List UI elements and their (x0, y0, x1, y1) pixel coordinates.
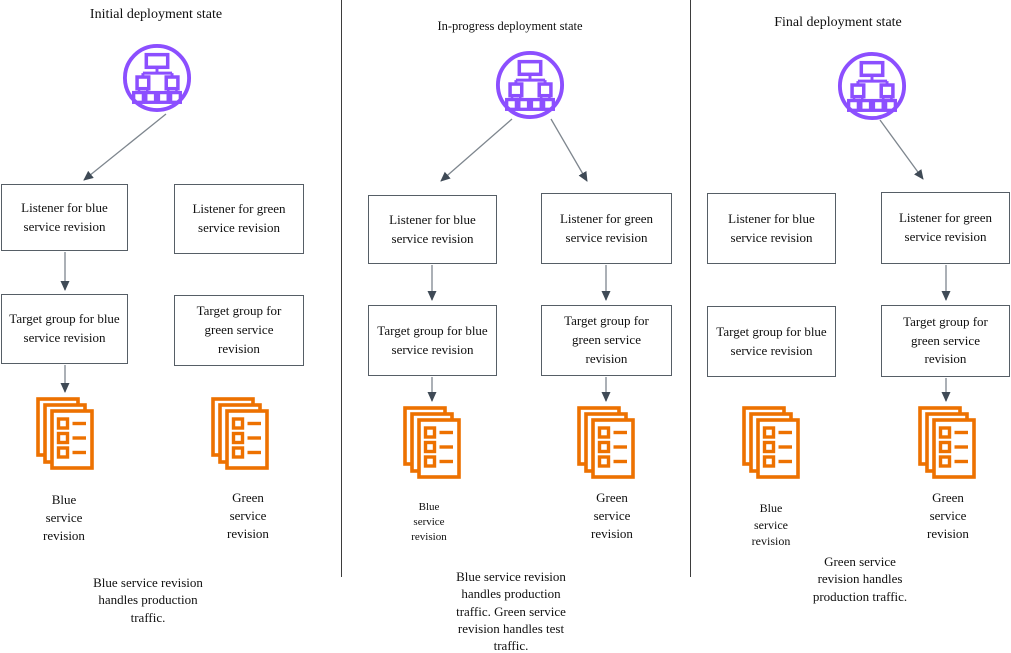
p3-green-revision-label: Green service revision (927, 490, 969, 541)
p1-caption: Blue service revision handles production… (93, 575, 203, 625)
p1-blue-revision-label: Blue service revision (43, 492, 85, 543)
p1-target-group-green-box: Target group for green service revision (174, 295, 304, 366)
document-stack-icon (403, 406, 461, 479)
panel-divider-left (341, 0, 342, 577)
document-stack-icon (577, 406, 635, 479)
document-stack-icon (211, 397, 269, 470)
panel3-title: Final deployment state (774, 15, 902, 30)
load-balancer-icon (837, 51, 907, 121)
load-balancer-icon (122, 43, 192, 113)
p2-green-revision-label: Green service revision (591, 490, 633, 541)
panel1-title: Initial deployment state (89, 7, 223, 22)
p3-target-group-green-box: Target group for green service revision (881, 305, 1010, 377)
p2-blue-revision-label: Blue service revision (411, 501, 447, 544)
p2-caption: Blue service revision handles production… (456, 569, 566, 653)
p3-listener-green-box: Listener for green service revision (881, 192, 1010, 264)
document-stack-icon (742, 406, 800, 479)
panel-divider-right (690, 0, 691, 577)
p1-listener-green-box: Listener for green service revision (174, 184, 304, 254)
p3-blue-revision-label: Blue service revision (751, 501, 791, 549)
p2-listener-green-box: Listener for green service revision (541, 193, 672, 264)
load-balancer-icon (495, 50, 565, 120)
arrow-lb-to-green-listener (879, 119, 924, 180)
arrow-lb-to-green-listener (550, 118, 588, 182)
arrow-lb-to-blue-listener (83, 113, 167, 181)
panel2-title: In-progress deployment state (437, 19, 583, 33)
p1-target-group-blue-box: Target group for blue service revision (1, 294, 128, 364)
p1-green-revision-label: Green service revision (227, 490, 269, 541)
p2-target-group-green-box: Target group for green service revision (541, 305, 672, 376)
p2-listener-blue-box: Listener for blue service revision (368, 195, 497, 264)
document-stack-icon (36, 397, 94, 470)
arrow-lb-to-blue-listener (440, 118, 513, 182)
p3-listener-blue-box: Listener for blue service revision (707, 193, 836, 264)
document-stack-icon (918, 406, 976, 479)
p3-caption: Green service revision handles productio… (812, 554, 908, 604)
p2-target-group-blue-box: Target group for blue service revision (368, 305, 497, 376)
p3-target-group-blue-box: Target group for blue service revision (707, 306, 836, 377)
p1-listener-blue-box: Listener for blue service revision (1, 184, 128, 251)
